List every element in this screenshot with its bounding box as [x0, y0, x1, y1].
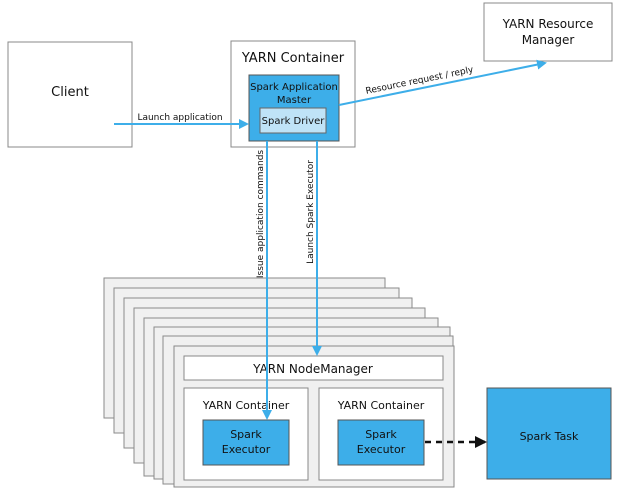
resource-request-arrow — [338, 59, 547, 106]
resource-manager-label-2: Manager — [522, 33, 575, 47]
spark-app-master-label-1: Spark Application — [250, 82, 338, 93]
spark-app-master-label-2: Master — [277, 95, 312, 106]
launch-application-label: Launch application — [137, 113, 222, 123]
spark-driver-box — [259, 107, 327, 134]
node-manager-box — [183, 355, 444, 381]
executor-right-label-2: Executor — [357, 443, 406, 456]
spark-driver-label: Spark Driver — [262, 116, 326, 127]
executor-right-label-1: Spark — [365, 428, 397, 441]
executor-left-box — [202, 419, 290, 466]
issue-commands-label: Issue application commands — [256, 150, 266, 279]
node-manager-label: YARN NodeManager — [252, 362, 373, 376]
launch-executor-label: Launch Spark Executor — [306, 160, 316, 264]
client-label: Client — [51, 85, 89, 100]
spark-task-box — [486, 387, 612, 480]
spark-task-label: Spark Task — [520, 430, 579, 443]
yarn-container-left-label: YARN Container — [202, 399, 290, 412]
executor-left-label-1: Spark — [230, 428, 262, 441]
resource-manager-box — [483, 2, 613, 62]
executor-right-box — [337, 419, 425, 466]
yarn-container-top-label: YARN Container — [241, 51, 345, 66]
resource-manager-label-1: YARN Resource — [502, 17, 594, 31]
executor-left-label-2: Executor — [222, 443, 271, 456]
yarn-container-right-label: YARN Container — [337, 399, 425, 412]
client-box — [7, 41, 133, 148]
